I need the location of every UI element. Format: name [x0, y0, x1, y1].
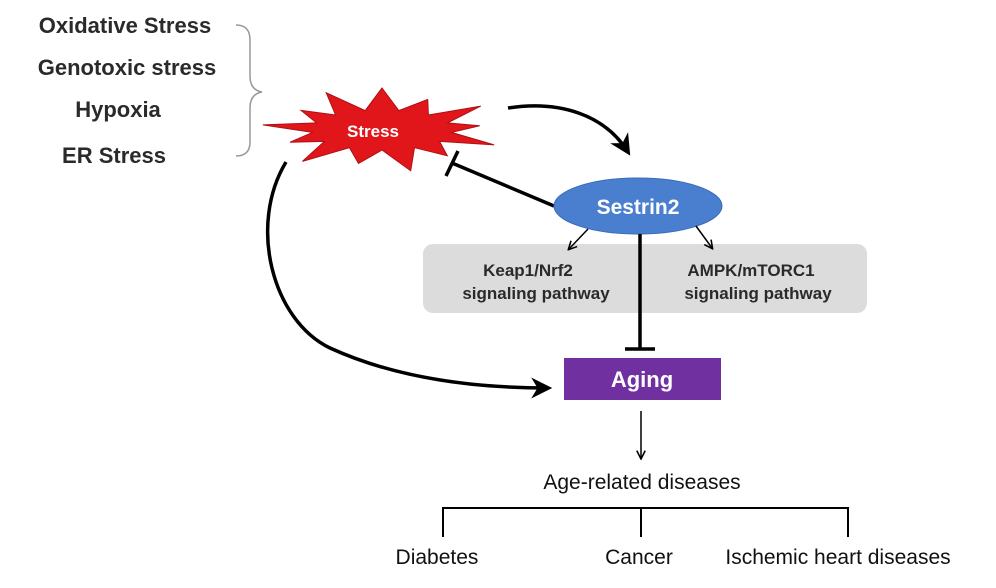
pathway-left-line2: signaling pathway — [462, 284, 610, 303]
stressor-oxidative: Oxidative Stress — [39, 13, 211, 38]
stressor-genotoxic: Genotoxic stress — [38, 55, 217, 80]
disease-ischemic-heart: Ischemic heart diseases — [725, 546, 950, 569]
arrow-sestrin-to-keap1 — [569, 228, 589, 249]
inhibit-sestrin-to-stress-bar — [444, 150, 460, 177]
age-related-diseases-label: Age-related diseases — [543, 471, 740, 494]
arrow-stress-to-aging — [265, 161, 553, 399]
arrow-sestrin-to-ampk — [695, 225, 712, 248]
stress-burst-shape — [262, 87, 495, 172]
stress-burst: Stress — [262, 87, 495, 172]
sestrin2-label: Sestrin2 — [597, 196, 680, 219]
pathway-right-line1: AMPK/mTORC1 — [687, 261, 814, 280]
arrow-stress-to-sestrin — [507, 104, 631, 156]
pathway-box — [423, 244, 867, 313]
disease-bracket — [442, 507, 849, 537]
aging-label: Aging — [611, 367, 673, 392]
stressor-hypoxia: Hypoxia — [75, 97, 161, 122]
disease-cancer: Cancer — [605, 546, 673, 569]
stressor-er-stress: ER Stress — [62, 143, 166, 168]
stress-label: Stress — [347, 122, 399, 141]
stressor-list: Oxidative Stress Genotoxic stress Hypoxi… — [38, 13, 217, 168]
pathway-left-line1: Keap1/Nrf2 — [483, 261, 573, 280]
sestrin2-node — [553, 177, 723, 235]
inhibit-sestrin-to-stress — [451, 161, 555, 208]
disease-diabetes: Diabetes — [396, 546, 479, 569]
stressor-brace — [235, 24, 263, 157]
aging-box — [564, 358, 721, 400]
pathway-right-line2: signaling pathway — [684, 284, 832, 303]
